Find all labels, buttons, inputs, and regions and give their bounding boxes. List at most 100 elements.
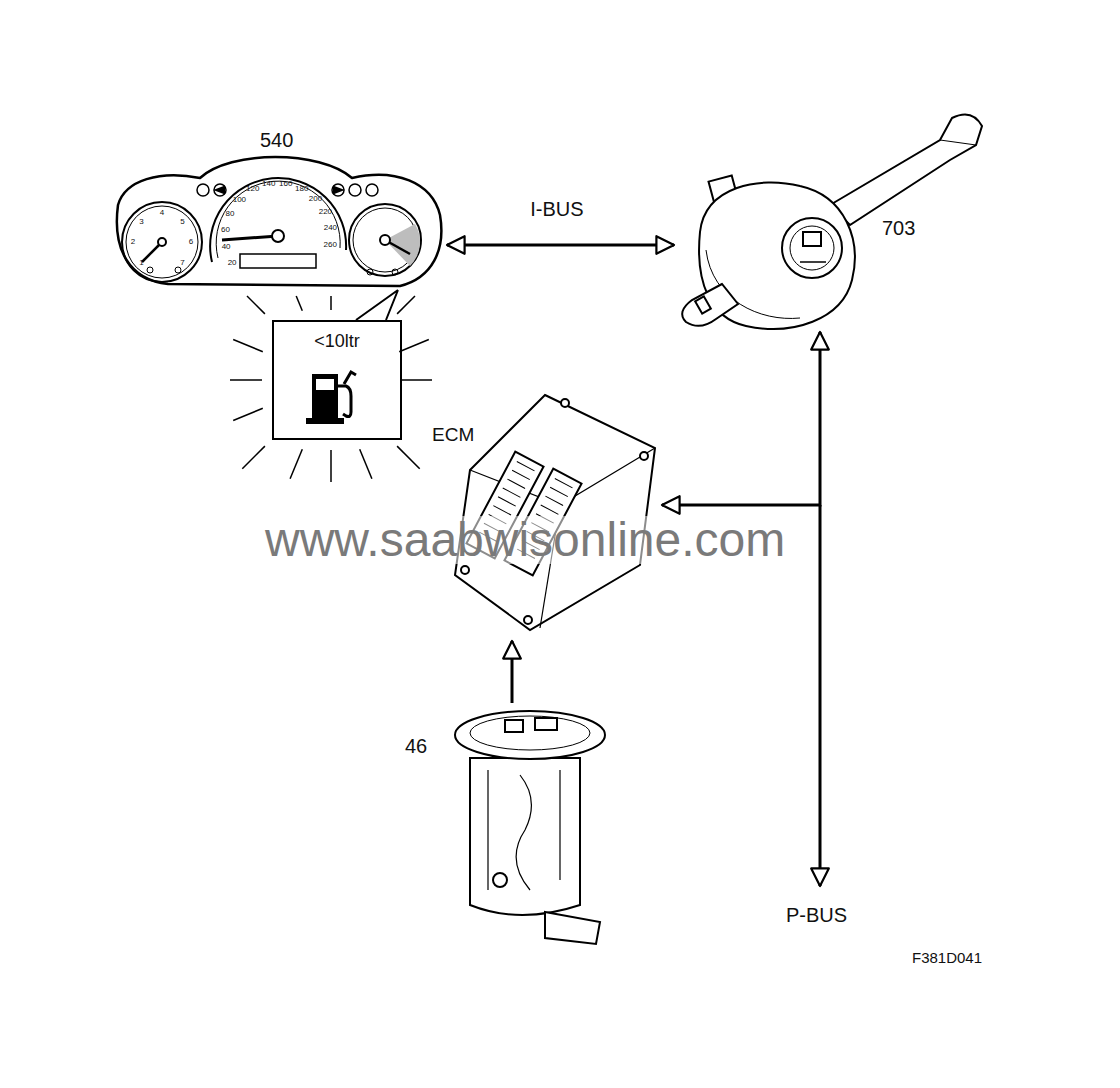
gauge-number: 180 (295, 184, 308, 193)
instrument-cluster-drawing (147, 267, 153, 273)
glow-ray (360, 449, 372, 479)
glow-ray (290, 449, 302, 479)
warning-callout: <10ltr (272, 320, 402, 440)
gauge-number: 4 (160, 209, 164, 218)
instrument-cluster-drawing (222, 236, 278, 240)
glow-ray (330, 450, 332, 482)
steering-module-drawing (682, 284, 738, 326)
bus-arrow (511, 641, 514, 703)
ecm-drawing (524, 616, 532, 624)
glow-ray (330, 296, 332, 310)
steering-module-drawing (803, 232, 821, 246)
gauge-number: 80 (226, 209, 235, 218)
instrument-cluster-drawing (175, 267, 181, 273)
ecm-drawing (561, 399, 569, 407)
instrument-cluster-drawing (334, 187, 342, 193)
glow-ray (230, 379, 262, 381)
gauge-number: 160 (279, 179, 292, 188)
instrument-cluster-drawing (332, 184, 344, 196)
fuel-pump-drawing (493, 873, 507, 887)
fuel-pump-drawing (455, 711, 605, 944)
bus-arrow (662, 332, 820, 505)
instrument-cluster-drawing (367, 269, 373, 275)
ecm-drawing (455, 395, 655, 630)
fuel-pump-icon (316, 379, 334, 390)
steering-module-drawing (790, 226, 834, 270)
glow-ray (233, 340, 263, 352)
fuel-pump-drawing (455, 711, 605, 759)
gauge-number: 3 (139, 217, 143, 226)
steering-module-drawing (800, 261, 826, 263)
instrument-cluster-drawing (197, 184, 209, 196)
steering-wheel-module: 703 (670, 115, 980, 330)
instrument-cluster-drawing (126, 206, 198, 278)
callout-number: 703 (882, 217, 915, 239)
gauge-number: 2 (131, 238, 135, 247)
fuel-pump-drawing (505, 720, 523, 732)
glow-ray (296, 296, 302, 311)
fuel-pump-drawing (488, 770, 560, 890)
ecm-drawing (455, 395, 655, 630)
instrument-cluster: 5 40 (110, 125, 445, 290)
glow-ray (399, 340, 429, 352)
steering-module-drawing (830, 114, 982, 225)
gauge-number: 220 (319, 208, 332, 217)
instrument-cluster-drawing (158, 238, 166, 246)
glow-ray (397, 296, 415, 314)
bus-name: I-BUS (528, 198, 585, 220)
gauge-number: 60 (221, 225, 230, 234)
instrument-cluster-drawing (216, 187, 224, 193)
fuel-pump-icon (312, 374, 338, 420)
glow-rays (230, 296, 432, 482)
gauge-number: 100 (233, 195, 246, 204)
steering-module-drawing (682, 114, 982, 328)
p-bus-line (819, 505, 822, 886)
fuel-pump-unit: 46 (400, 705, 610, 945)
figure-code: F381D041 (912, 950, 982, 967)
glow-ray (400, 379, 432, 381)
gauge-number: 240 (324, 224, 337, 233)
gauge-number: 20 (228, 258, 237, 267)
instrument-cluster-drawing (216, 181, 340, 258)
gauge-number: 140 (262, 179, 275, 188)
ecm-drawing (640, 452, 648, 460)
fuel-pump-drawing (545, 912, 600, 944)
instrument-cluster-drawing (392, 269, 398, 275)
fuel-pump-icon (338, 386, 351, 417)
steering-module-drawing (782, 218, 842, 278)
glow-ray (247, 296, 265, 314)
instrument-cluster-drawing (240, 254, 316, 268)
component-label: ECM (432, 425, 474, 446)
callout-pointer (356, 290, 398, 320)
gauge-number: 5 (180, 217, 184, 226)
gauge-number: 1 (139, 258, 143, 267)
ecm-drawing (461, 566, 469, 574)
bus-arrow (447, 244, 674, 247)
gauge-number: 260 (324, 241, 337, 250)
instrument-cluster-drawing (117, 157, 441, 286)
steering-module-drawing (940, 140, 976, 145)
warning-callout-drawing (230, 296, 432, 482)
instrument-cluster-drawing (272, 230, 284, 242)
instrument-cluster-drawing (117, 157, 441, 286)
instrument-cluster-drawing (214, 184, 226, 196)
instrument-cluster-drawing (385, 224, 420, 266)
gauge-number: 120 (246, 185, 259, 194)
instrument-cluster-drawing (210, 178, 346, 262)
glow-ray (397, 446, 420, 469)
watermark: www.saabwisonline.com (265, 516, 785, 564)
callout-number: 46 (405, 735, 427, 757)
fuel-pump-icon (306, 418, 344, 424)
p-bus-line (820, 505, 821, 886)
glow-ray (242, 446, 265, 469)
bus-name: P-BUS (786, 904, 847, 926)
steering-module-drawing (695, 296, 711, 313)
fuel-pump-drawing (535, 718, 557, 730)
fuel-pump-drawing (470, 758, 580, 915)
fuel-pump-icon (344, 372, 356, 384)
instrument-cluster-drawing (122, 202, 202, 282)
gauge-number: 40 (222, 242, 231, 251)
instrument-cluster-drawing (349, 184, 361, 196)
glow-ray (233, 408, 263, 420)
